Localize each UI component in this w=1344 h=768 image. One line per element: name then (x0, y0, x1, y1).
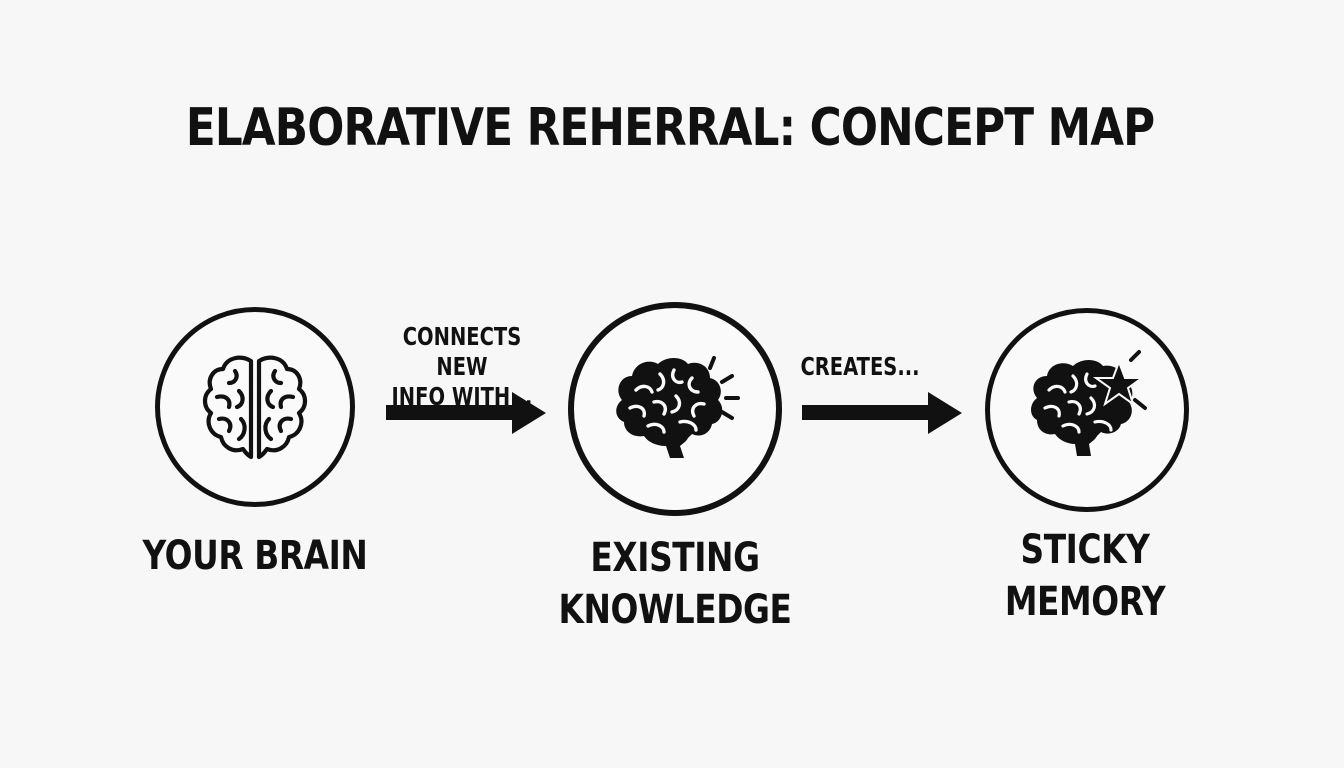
brain-hemispheres-icon (202, 355, 308, 460)
brain-star-icon (1031, 350, 1147, 456)
node-label-sticky-memory: STICKY MEMORY (1004, 527, 1166, 625)
arrow-right-icon (802, 392, 962, 434)
diagram-title: ELABORATIVE REHERRAL: CONCEPT MAP (185, 98, 1155, 158)
edge-label-creates: CREATES... (800, 352, 920, 381)
node-label-your-brain: YOUR BRAIN (142, 533, 368, 579)
node-label-existing-knowledge: EXISTING KNOWLEDGE (558, 535, 792, 633)
arrow-right-icon (386, 392, 546, 434)
node-circle-your-brain (155, 307, 355, 507)
brain-spark-icon (616, 356, 740, 458)
